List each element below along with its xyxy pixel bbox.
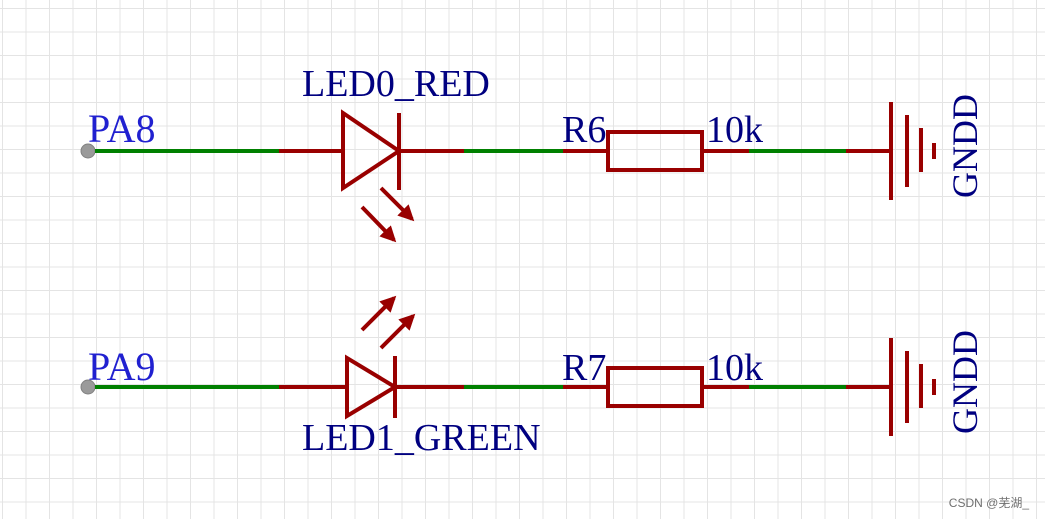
r6-label: R6 [562,109,606,151]
led0-symbol[interactable] [279,109,464,243]
watermark: CSDN @芜湖_ [948,496,1029,510]
led1-diode-triangle [345,354,399,420]
r7-value: 10k [706,347,763,389]
led1-label: LED1_GREEN [302,417,541,459]
led0-light-arrow-icon [360,205,397,243]
led0-diode-triangle [341,109,403,192]
r7-label: R7 [562,347,606,389]
circuit-pa9: PA9 LED1_GREEN R7 10k GNDD [80,295,985,459]
ground-label-2: GNDD [945,330,985,434]
net-label-pa8: PA8 [88,106,155,151]
r6-symbol[interactable] [563,130,749,172]
led0-light-arrow-icon [379,186,415,222]
ground-symbol-2[interactable] [846,338,936,436]
circuit-pa8: PA8 LED0_RED R6 10k GNDD [80,63,985,243]
led0-label: LED0_RED [302,63,490,105]
r6-resistor-body [606,130,704,172]
ground-symbol-1[interactable] [846,102,936,200]
r7-symbol[interactable] [563,366,749,408]
led1-symbol[interactable] [279,295,464,420]
r7-resistor-body [606,366,704,408]
led1-light-arrow-icon [379,313,416,350]
net-label-pa9: PA9 [88,344,155,389]
r6-value: 10k [706,109,763,151]
led1-light-arrow-icon [360,295,397,332]
ground-label-1: GNDD [945,94,985,198]
